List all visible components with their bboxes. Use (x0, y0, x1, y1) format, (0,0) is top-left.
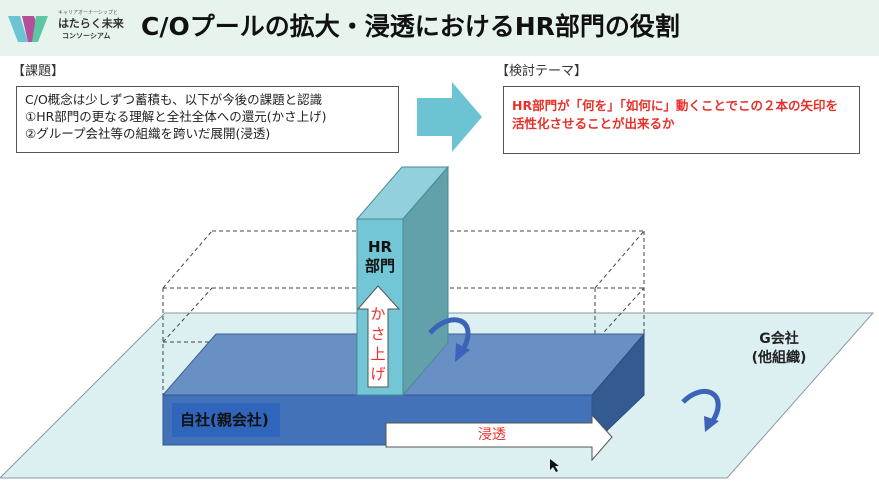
issue-line: ②グループ会社等の組織を跨いだ展開(浸透) (25, 126, 271, 141)
hr-label-line: 部門 (364, 257, 395, 275)
penetration-label: 浸透 (478, 427, 506, 443)
curved-arrow-icon (681, 389, 721, 424)
issues-box: C/O概念は少しずつ蓄積も、以下が今後の課題と認識 ①HR部門の更なる理解と全社… (16, 86, 399, 153)
raise-arrow-icon (356, 285, 401, 388)
raise-char: げ (370, 365, 386, 383)
logo-words: キャリアオーナーシップと はたらく未来 コンソーシアム (58, 10, 124, 41)
issues-label: 【課題】 (12, 64, 65, 79)
raise-char: さ (370, 325, 386, 343)
issue-line: C/O概念は少しずつ蓄積も、以下が今後の課題と認識 (25, 92, 323, 107)
right-arrow-icon (417, 82, 482, 152)
logo-sub: コンソーシアム (62, 32, 111, 40)
own-company-label: 自社(親会社) (180, 411, 269, 429)
group-label-line: (他組織) (751, 350, 807, 366)
logo: キャリアオーナーシップと はたらく未来 コンソーシアム (8, 10, 133, 48)
hr-label: HR 部門 (357, 238, 403, 276)
penetration-arrow-icon (385, 413, 613, 462)
issue-line: ①HR部門の更なる理解と全社全体への還元(かさ上げ) (25, 109, 327, 124)
theme-label: 【検討テーマ】 (496, 64, 588, 79)
page-title: C/Oプールの拡大・浸透におけるHR部門の役割 (141, 12, 680, 41)
logo-mark-icon (8, 16, 48, 42)
curved-arrow-icon (428, 317, 471, 352)
theme-line: 活性化させることが出来るか (512, 116, 675, 131)
group-label-line: G会社 (759, 331, 799, 347)
raise-char: か (370, 305, 386, 323)
hr-label-line: HR (367, 238, 393, 256)
own-company-label-box (172, 403, 280, 437)
logo-name: はたらく未来 (58, 17, 124, 30)
curved-arrow-head (704, 416, 719, 432)
curved-arrow-head (455, 343, 470, 362)
raise-label: か さ 上 げ (368, 304, 388, 384)
theme-box: HR部門が「何を」「如何に」動くことでこの２本の矢印を 活性化させることが出来る… (503, 86, 860, 154)
raise-char: 上 (370, 345, 386, 363)
group-company-label: G会社 (他組織) (744, 330, 814, 368)
mouse-cursor-icon (550, 459, 559, 472)
header-bar: キャリアオーナーシップと はたらく未来 コンソーシアム C/Oプールの拡大・浸透… (0, 0, 879, 56)
theme-line: HR部門が「何を」「如何に」動くことでこの２本の矢印を (512, 98, 838, 113)
logo-tagline: キャリアオーナーシップと (58, 10, 118, 16)
